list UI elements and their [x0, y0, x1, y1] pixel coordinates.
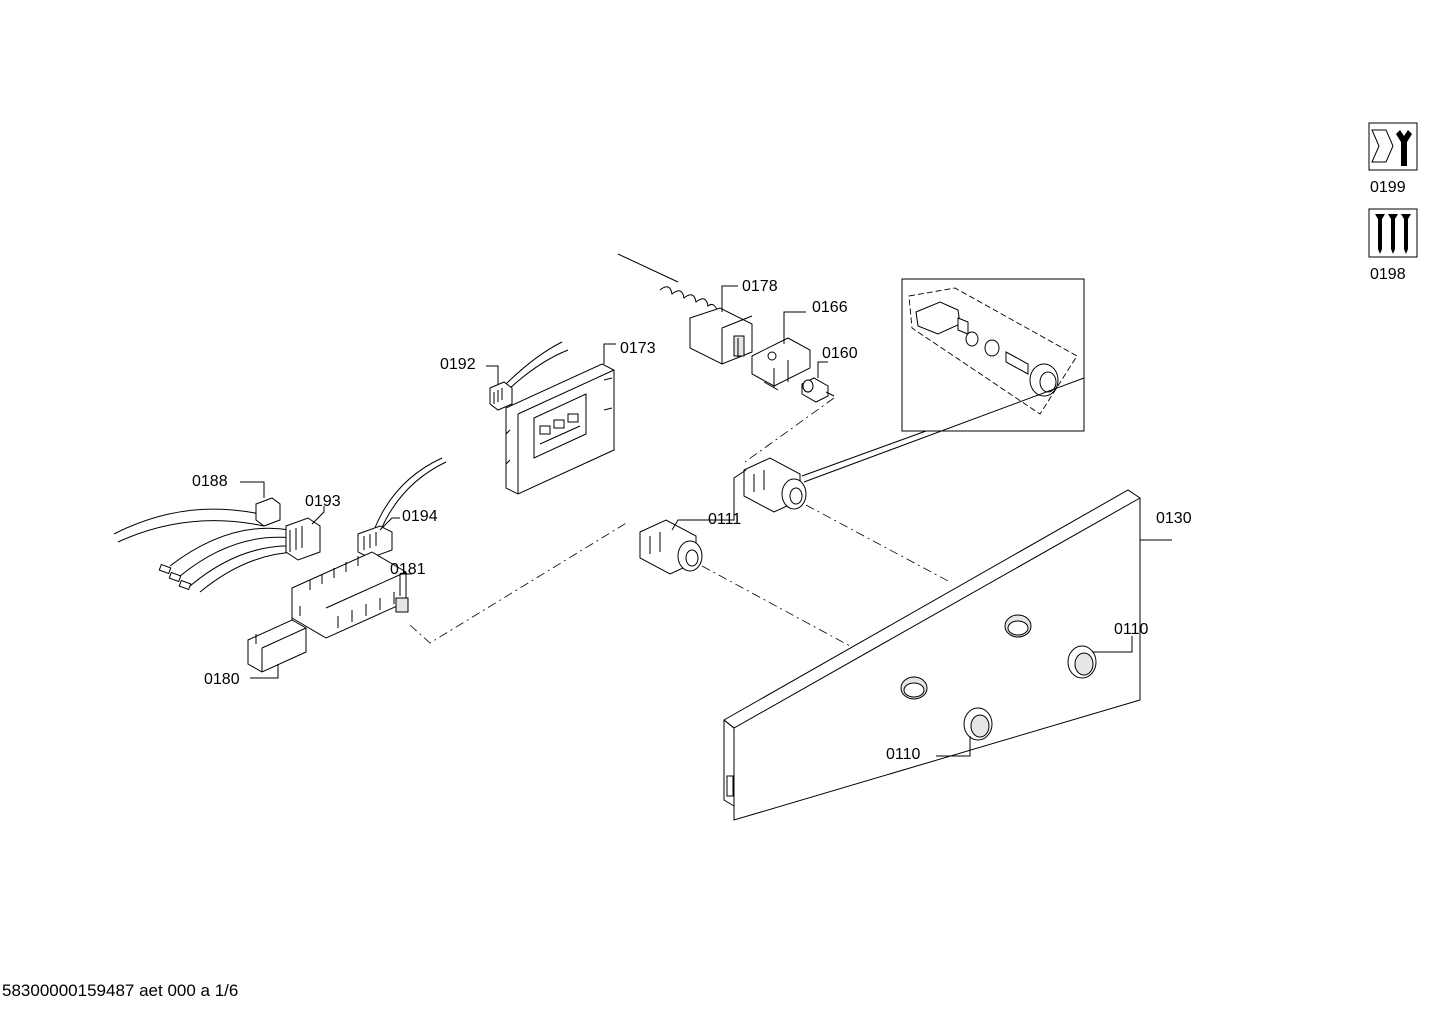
part-0181[interactable] [291, 551, 409, 639]
leader-0110-left [936, 736, 971, 757]
label-0178[interactable]: 0178 [742, 278, 778, 295]
label-0192[interactable]: 0192 [440, 356, 476, 373]
leader-0192 [486, 365, 499, 384]
label-0110-left[interactable]: 0110 [886, 746, 921, 763]
label-0160[interactable]: 0160 [822, 345, 858, 362]
label-0173[interactable]: 0173 [620, 340, 656, 357]
part-0193[interactable] [158, 517, 321, 593]
label-0198[interactable]: 0198 [1370, 266, 1406, 283]
part-0180[interactable] [247, 606, 307, 673]
part-0194[interactable] [357, 457, 447, 559]
wrench-nut-icon[interactable] [1368, 122, 1418, 171]
label-0111[interactable]: 0111 [708, 511, 741, 528]
document-footer-id: 58300000159487 aet 000 a 1/6 [2, 981, 239, 1000]
part-0173[interactable] [505, 363, 615, 495]
label-0181[interactable]: 0181 [390, 561, 426, 578]
label-0166[interactable]: 0166 [812, 299, 848, 316]
part-0188[interactable] [113, 497, 281, 543]
leader-0173 [603, 343, 616, 364]
part-0178[interactable] [617, 253, 753, 365]
part-0166[interactable] [751, 337, 811, 391]
leader-0194 [379, 517, 400, 531]
leader-0188 [240, 481, 265, 498]
label-0193[interactable]: 0193 [305, 493, 341, 510]
part-0110-left[interactable] [963, 707, 993, 741]
screws-icon[interactable] [1368, 208, 1418, 258]
detail-callout [801, 278, 1085, 483]
label-0194[interactable]: 0194 [402, 508, 438, 525]
leader-0111 [671, 469, 747, 531]
label-0130[interactable]: 0130 [1156, 510, 1192, 527]
part-0130[interactable] [723, 489, 1141, 821]
leader-0110-right [1092, 636, 1133, 653]
label-0180[interactable]: 0180 [204, 671, 240, 688]
part-0111-lower[interactable] [639, 519, 703, 575]
label-0188[interactable]: 0188 [192, 473, 228, 490]
leader-0160 [817, 361, 828, 378]
leader-0181 [399, 573, 412, 596]
part-0192[interactable] [489, 341, 569, 411]
leader-0180 [250, 664, 279, 679]
part-0160[interactable] [801, 377, 835, 403]
part-0110-right[interactable] [1067, 645, 1097, 679]
part-0111-upper[interactable] [743, 457, 807, 513]
leader-0166 [783, 311, 806, 344]
leader-0178 [721, 285, 738, 312]
leader-0193 [311, 506, 325, 525]
label-0110-right[interactable]: 0110 [1114, 621, 1149, 638]
label-0199[interactable]: 0199 [1370, 179, 1406, 196]
